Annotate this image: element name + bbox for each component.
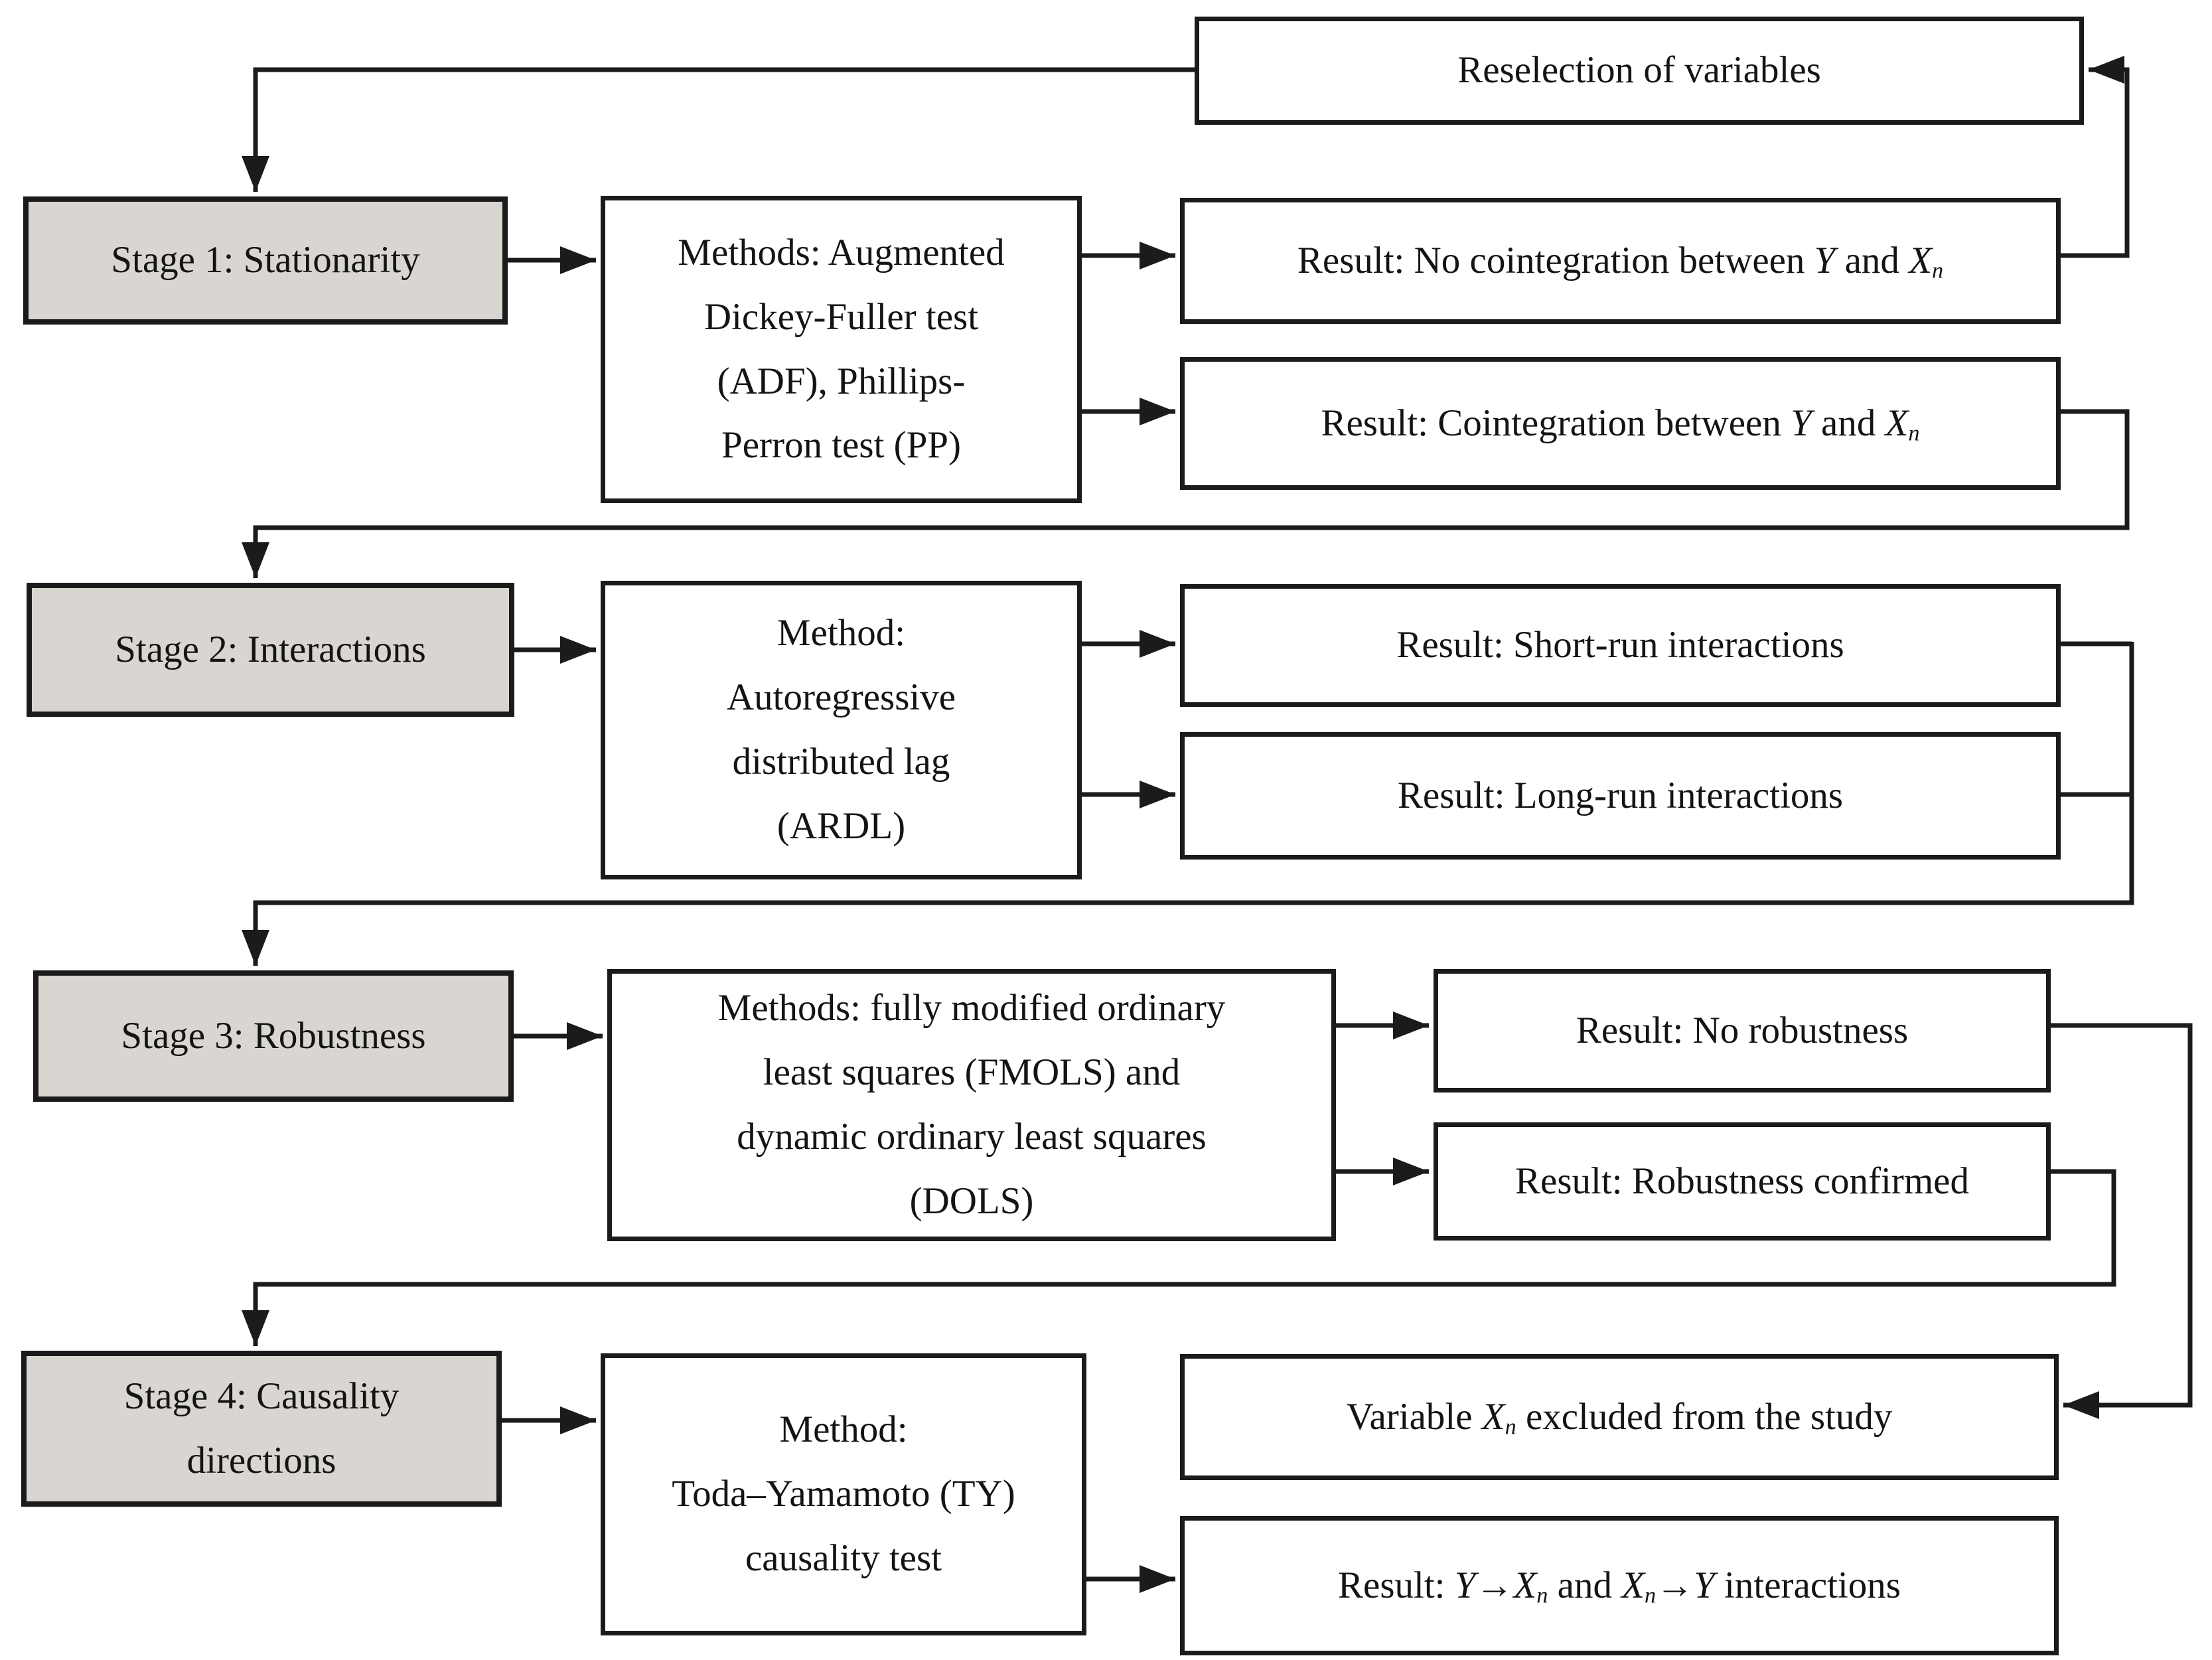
stage-4-result-causality-label: Result: Y→Xn and Xn→Y interactions — [1338, 1564, 1901, 1608]
stage-3-label: Stage 3: Robustness — [121, 1014, 426, 1057]
stage-2-method-label: Method: Autoregressive distributed lag (… — [726, 612, 956, 847]
stage-4-method-box: Method: Toda–Yamamoto (TY) causality tes… — [601, 1353, 1086, 1635]
stage-1-result-cointegration-box: Result: Cointegration between Y and Xn — [1180, 357, 2061, 490]
stage-2-result-short-run-label: Result: Short-run interactions — [1396, 624, 1844, 666]
reselection-label: Reselection of variables — [1457, 49, 1821, 92]
stage-4-label: Stage 4: Causality directions — [123, 1375, 400, 1481]
stage-2-box: Stage 2: Interactions — [27, 583, 514, 717]
stage-2-method-box: Method: Autoregressive distributed lag (… — [601, 581, 1082, 879]
stage-2-result-short-run-box: Result: Short-run interactions — [1180, 584, 2061, 707]
stage-4-method-label: Method: Toda–Yamamoto (TY) causality tes… — [672, 1408, 1015, 1579]
connector-results2-to-stage3 — [242, 642, 2134, 966]
variable-excluded-box: Variable Xn excluded from the study — [1180, 1354, 2059, 1480]
connector-no-cointegration-to-reselection — [2061, 56, 2130, 258]
stage-3-result-robustness-confirmed-box: Result: Robustness confirmed — [1434, 1122, 2051, 1241]
stage-3-box: Stage 3: Robustness — [33, 970, 514, 1102]
connector-no-robustness-to-variable-excluded — [2051, 1023, 2193, 1419]
stage-3-result-no-robustness-box: Result: No robustness — [1434, 969, 2051, 1093]
variable-excluded-label: Variable Xn excluded from the study — [1346, 1395, 1893, 1440]
stage-3-result-robustness-confirmed-label: Result: Robustness confirmed — [1515, 1160, 1969, 1202]
stage-1-methods-label: Methods: Augmented Dickey-Fuller test (A… — [678, 231, 1005, 467]
stage-1-result-no-cointegration-box: Result: No cointegration between Y and X… — [1180, 198, 2061, 324]
stage-1-result-no-cointegration-label: Result: No cointegration between Y and X… — [1297, 239, 1944, 283]
stage-4-box: Stage 4: Causality directions — [21, 1351, 502, 1507]
stage-2-result-long-run-label: Result: Long-run interactions — [1397, 774, 1844, 816]
stage-4-result-causality-box: Result: Y→Xn and Xn→Y interactions — [1180, 1516, 2059, 1655]
stage-3-methods-box: Methods: fully modified ordinary least s… — [607, 969, 1336, 1241]
stage-1-result-cointegration-label: Result: Cointegration between Y and Xn — [1321, 402, 1920, 446]
stage-3-result-no-robustness-label: Result: No robustness — [1576, 1009, 1909, 1051]
connector-reselection-to-stage1 — [242, 67, 1195, 192]
stage-1-label: Stage 1: Stationarity — [111, 239, 420, 281]
connector-robustness-confirmed-to-stage4 — [242, 1169, 2116, 1346]
reselection-box: Reselection of variables — [1195, 17, 2084, 125]
connector-cointegration-to-stage2 — [242, 409, 2130, 578]
stage-1-box: Stage 1: Stationarity — [23, 196, 508, 325]
stage-2-result-long-run-box: Result: Long-run interactions — [1180, 732, 2061, 860]
stage-3-methods-label: Methods: fully modified ordinary least s… — [717, 987, 1226, 1222]
stage-1-methods-box: Methods: Augmented Dickey-Fuller test (A… — [601, 196, 1082, 503]
stage-2-label: Stage 2: Interactions — [115, 628, 426, 670]
